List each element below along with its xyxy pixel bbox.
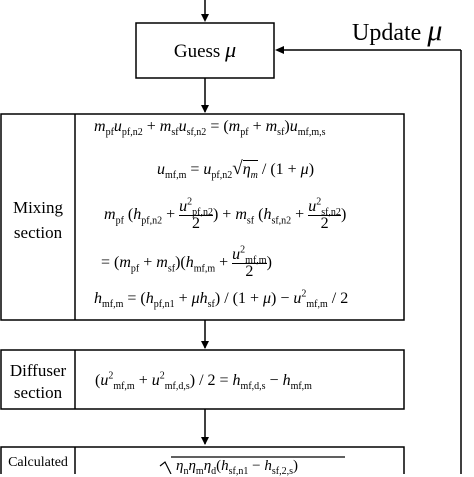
calculated-sqrt-sign (159, 461, 172, 474)
arrow-into-guess (201, 14, 209, 22)
calculated-label: Calculated (2, 455, 74, 471)
mixing-label-line2: section (13, 223, 63, 242)
calculated-box (0, 446, 405, 474)
update-mu-label: Update μ (352, 14, 442, 48)
mixing-equation-1: mpfupf,n2 + msfusf,n2 = (mpf + msf)umf,m… (94, 118, 326, 139)
guess-mu-symbol: μ (225, 37, 237, 62)
guess-text: Guess (173, 41, 221, 62)
arrow-into-diffuser (201, 341, 209, 349)
mixing-equation-2: umf,m = upf,n2√ηm / (1 + μ) (157, 158, 315, 182)
diffuser-equation: (u2mf,m + u2mf,d,s) / 2 = hmf,d,s − hmf,… (95, 370, 312, 393)
calculated-equation-fragment: ηnηmηd(hsf,n1 − hsf,2,s) (176, 458, 298, 477)
diffuser-section-label: Diffuser section (2, 360, 74, 404)
diffuser-label-line1: Diffuser (9, 361, 67, 380)
update-text: Update (352, 20, 422, 46)
mixing-section-box (0, 113, 405, 321)
diffuser-section-box (0, 349, 405, 410)
guess-label: Guess μ (136, 37, 274, 63)
mixing-equation-5: hmf,m = (hpf,n1 + μhsf) / (1 + μ) − u2mf… (94, 288, 349, 311)
calculated-text: Calculated (8, 455, 68, 470)
mixing-label-line1: Mixing (12, 198, 64, 217)
arrow-into-guess-feedback (275, 46, 284, 54)
mixing-section-label: Mixing section (2, 195, 74, 245)
arrow-into-mixing (201, 105, 209, 113)
guess-box (135, 22, 275, 79)
diffuser-label-line2: section (13, 383, 63, 402)
mu-symbol: μ (427, 14, 443, 47)
arrow-into-calculated (201, 437, 209, 445)
